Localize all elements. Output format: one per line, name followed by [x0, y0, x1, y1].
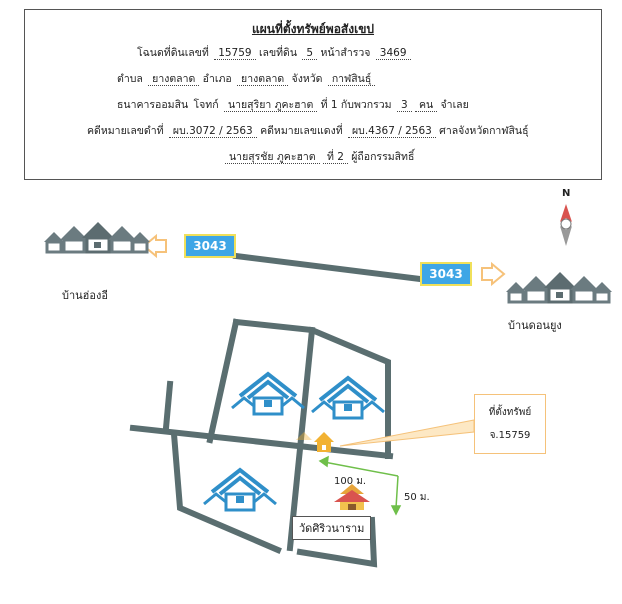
property-callout: ที่ตั้งทรัพย์ จ.15759: [474, 394, 546, 454]
village-left-label: บ้านฮ่องอี: [62, 289, 108, 302]
property-icon: [296, 432, 334, 452]
road-badge-right: 3043: [420, 262, 472, 286]
black-case-number: ผบ.3072 / 2563: [168, 125, 257, 138]
defendant-name: นายสุริยา ภูคะฮาต: [223, 99, 318, 112]
red-case-number: ผบ.4367 / 2563: [348, 125, 436, 138]
province-value: กาฬสินธุ์: [327, 73, 376, 86]
header-line-1: โฉนดที่ดินเลขที่ 15759 เลขที่ดิน 5 หน้าส…: [137, 44, 411, 61]
header-line-2: ตำบล ยางตลาด อำเภอ ยางตลาด จังหวัด กาฬสิ…: [117, 70, 376, 87]
plaintiff-name: ธนาคารออมสิน: [117, 99, 189, 111]
village-left-icon: [42, 220, 152, 254]
arrow-left: [142, 233, 167, 259]
land-number: 5: [302, 47, 318, 60]
village-right-icon: [504, 270, 614, 304]
house-icon-1: [230, 372, 306, 416]
road-segment-a: [232, 318, 391, 459]
court-name: ศาลจังหวัดกาฬสินธุ์: [439, 125, 529, 137]
owner-name: นายสุรชัย ภูคะฮาต: [225, 151, 320, 164]
north-arrow-icon: [560, 204, 572, 246]
land-label: เลขที่ดิน: [258, 47, 298, 59]
subdistrict-label: ตำบล: [117, 73, 143, 85]
header-line-5: นายสุรชัย ภูคะฮาต ที่ 2 ผู้ถือกรรมสิทธิ์: [225, 148, 416, 165]
property-callout-deed: จ.15759: [489, 430, 531, 441]
defendant-label: จำเลย: [440, 99, 469, 111]
district-value: ยางตลาด: [237, 73, 289, 86]
plaintiff-label: โจทก์: [193, 99, 219, 111]
road-segment-c: [286, 326, 316, 552]
defendant-count-unit: คน: [414, 99, 438, 112]
callout-pointer: [339, 419, 475, 447]
province-label: จังหวัด: [291, 73, 323, 85]
district-label: อำเภอ: [202, 73, 232, 85]
survey-label: หน้าสำรวจ: [320, 47, 371, 59]
property-callout-title: ที่ตั้งทรัพย์: [488, 407, 532, 418]
direction-arrows: [142, 233, 506, 287]
owner-number: ที่ 2: [322, 151, 348, 164]
defendant-number: ที่ 1 กับพวกรวม: [320, 99, 392, 111]
north-label: N: [562, 188, 571, 199]
subdistrict-value: ยางตลาด: [148, 73, 200, 86]
road-badge-left: 3043: [184, 234, 236, 258]
house-icon-3: [202, 468, 278, 512]
distance-lines: [318, 455, 402, 516]
owner-label: ผู้ถือกรรมสิทธิ์: [351, 151, 415, 163]
header-line-4: คดีหมายเลขดำที่ ผบ.3072 / 2563 คดีหมายเล…: [87, 122, 531, 139]
main-road-3043: [232, 252, 424, 283]
defendant-count: 3: [396, 99, 412, 112]
village-right-label: บ้านดอนยูง: [508, 319, 562, 332]
map-title: แผนที่ตั้งทรัพย์พอสังเขป: [251, 22, 375, 36]
black-case-label: คดีหมายเลขดำที่: [87, 125, 164, 137]
deed-number: 15759: [214, 47, 256, 60]
house-icon-2: [310, 376, 386, 420]
header-line-3: ธนาคารออมสิน โจทก์ นายสุริยา ภูคะฮาต ที่…: [117, 96, 471, 113]
distance-vertical-label: 50 ม.: [404, 492, 430, 503]
road-segment-f: [170, 430, 282, 554]
header-box: แผนที่ตั้งทรัพย์พอสังเขป โฉนดที่ดินเลขที…: [24, 9, 602, 180]
red-case-label: คดีหมายเลขแดงที่: [260, 125, 343, 137]
arrow-right: [481, 261, 506, 287]
road-segment-g: [296, 516, 378, 568]
temple-label: วัดศิริวนาราม: [292, 516, 372, 540]
deed-label: โฉนดที่ดินเลขที่: [137, 47, 209, 59]
road-segment-b: [206, 318, 240, 444]
survey-number: 3469: [375, 47, 411, 60]
distance-horizontal-label: 100 ม.: [334, 476, 367, 487]
road-network: [129, 252, 424, 568]
temple-icon: [334, 484, 370, 510]
road-segment-e: [162, 380, 174, 432]
